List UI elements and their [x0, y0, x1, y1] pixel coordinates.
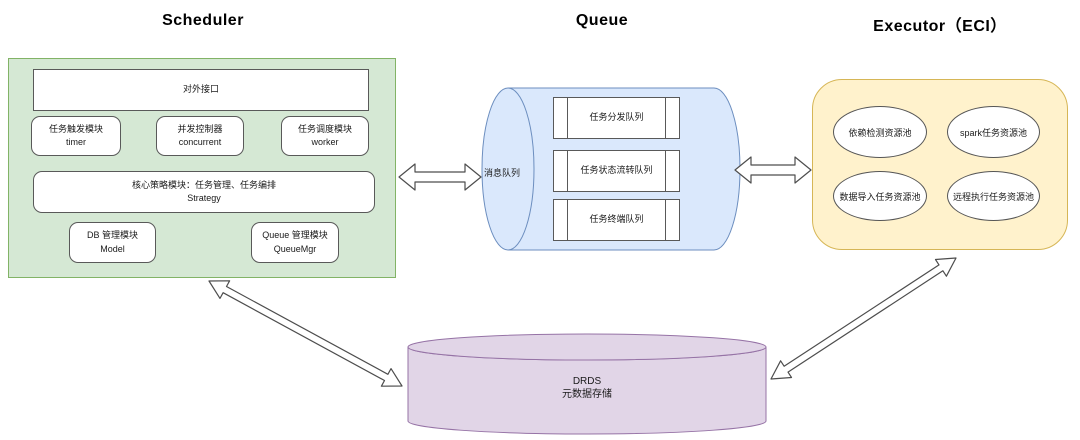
pool-remote-exec-label: 远程执行任务资源池 — [952, 191, 1034, 202]
drds-label-line2: 元数据存储 — [562, 388, 612, 400]
queue-box-terminal: 任务终端队列 — [553, 199, 680, 241]
pool-spark-label: spark任务资源池 — [959, 127, 1027, 138]
db-manager-label-en: Model — [100, 243, 125, 254]
pool-ellipse-remote-exec: 远程执行任务资源池 — [947, 171, 1040, 221]
arrow-executor-drds — [770, 257, 957, 380]
strategy-label-en: Strategy — [187, 193, 221, 203]
pool-ellipse-data-import: 数据导入任务资源池 — [833, 171, 927, 221]
scheduler-container: 对外接口 任务触发模块 timer 并发控制器 concurrent 任务调度模… — [8, 58, 396, 278]
scheduler-title: Scheduler — [162, 12, 244, 29]
drds-label: DRDS 元数据存储 — [487, 376, 687, 401]
db-manager-box: DB 管理模块 Model — [69, 222, 156, 263]
queue-box-state-transition: 任务状态流转队列 — [553, 150, 680, 192]
arrow-scheduler-queue — [398, 163, 482, 191]
queue-title: Queue — [575, 12, 629, 29]
strategy-label-cn: 核心策略模块：任务管理、任务编排 — [131, 179, 276, 190]
module-timer-label-cn: 任务触发模块 — [48, 123, 103, 134]
module-concurrent-label-en: concurrent — [178, 137, 222, 147]
module-worker-label-en: worker — [311, 137, 339, 147]
db-manager-label-cn: DB 管理模块 — [86, 230, 138, 241]
module-box-concurrent: 并发控制器 concurrent — [156, 116, 244, 156]
strategy-module-box: 核心策略模块：任务管理、任务编排 Strategy — [33, 171, 375, 213]
arrow-queue-executor — [734, 156, 812, 184]
queue-manager-label-en: QueueMgr — [273, 243, 317, 254]
queue-state-transition-label: 任务状态流转队列 — [580, 165, 653, 176]
arrow-scheduler-drds — [208, 280, 403, 387]
drds-cylinder-top — [407, 333, 767, 361]
queue-box-dispatch: 任务分发队列 — [553, 97, 680, 139]
module-concurrent-label-cn: 并发控制器 — [177, 123, 223, 134]
executor-title: Executor（ECI） — [873, 18, 1007, 35]
module-timer-label-en: timer — [66, 137, 86, 147]
executor-container — [812, 79, 1068, 250]
module-box-timer: 任务触发模块 timer — [31, 116, 121, 156]
module-box-worker: 任务调度模块 worker — [281, 116, 369, 156]
queue-manager-box: Queue 管理模块 QueueMgr — [251, 222, 339, 263]
pool-ellipse-dependency-check: 依赖检测资源池 — [833, 106, 927, 158]
message-queue-label: 消息队列 — [483, 168, 520, 178]
pool-data-import-label: 数据导入任务资源池 — [839, 191, 921, 202]
pool-ellipse-spark: spark任务资源池 — [947, 106, 1040, 158]
drds-label-line1: DRDS — [572, 376, 602, 387]
module-worker-label-cn: 任务调度模块 — [297, 123, 352, 134]
external-interface-box: 对外接口 — [33, 69, 369, 111]
pool-dependency-check-label: 依赖检测资源池 — [848, 127, 912, 138]
external-interface-label: 对外接口 — [182, 84, 219, 95]
queue-manager-label-cn: Queue 管理模块 — [262, 230, 328, 241]
queue-terminal-label: 任务终端队列 — [589, 214, 644, 225]
queue-dispatch-label: 任务分发队列 — [589, 112, 644, 123]
